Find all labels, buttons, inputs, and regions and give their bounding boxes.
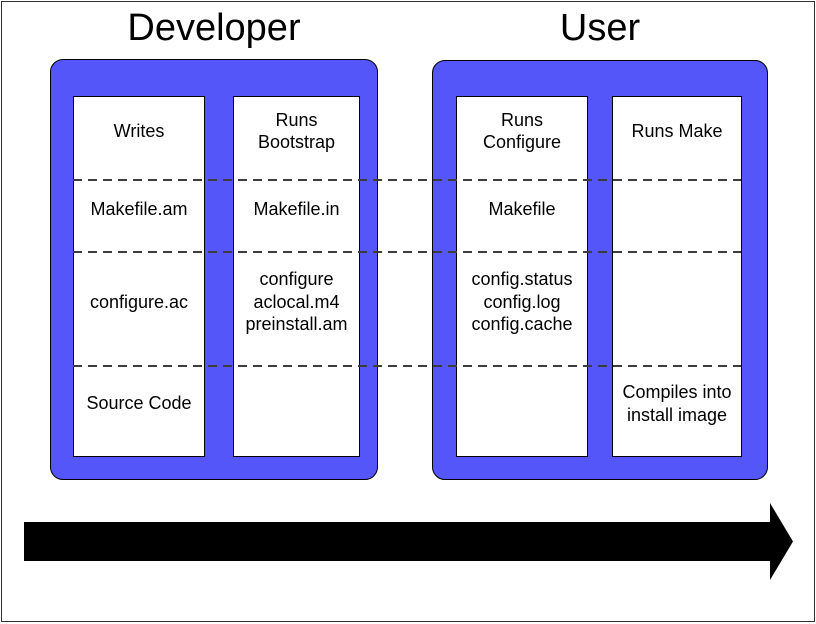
row-divider-2 (73, 251, 741, 253)
cell-runs-bootstrap: Runs Bootstrap (257, 109, 336, 153)
cell-makefile-am: Makefile.am (90, 198, 188, 219)
user-make-column: Runs Make Compiles into install image (612, 96, 742, 457)
cell-empty-dev-bootstrap-row4 (234, 367, 359, 456)
developer-bootstrap-column: Runs Bootstrap Makefile.in configure acl… (233, 96, 360, 457)
user-configure-column: Runs Configure Makefile config.status co… (456, 96, 588, 457)
flow-arrow-shape (24, 503, 793, 580)
cell-config-outputs: config.status config.log config.cache (471, 269, 573, 335)
cell-compiles-into-install-image: Compiles into install image (622, 382, 732, 425)
developer-title: Developer (127, 7, 301, 49)
developer-writes-column: Writes Makefile.am configure.ac Source C… (73, 96, 205, 457)
cell-source-code: Source Code (86, 393, 192, 414)
row-divider-3 (73, 365, 741, 367)
user-title: User (559, 7, 641, 49)
cell-configure-ac: configure.ac (89, 291, 189, 312)
cell-empty-user-make-row3 (613, 253, 741, 367)
row-divider-1 (73, 179, 741, 181)
cell-configure-aclocal-preinstall: configure aclocal.m4 preinstall.am (245, 269, 348, 335)
cell-writes: Writes (113, 120, 165, 141)
cell-makefile: Makefile (488, 198, 556, 219)
cell-runs-configure: Runs Configure (482, 109, 562, 153)
cell-runs-make: Runs Make (631, 120, 723, 141)
cell-makefile-in: Makefile.in (253, 198, 340, 219)
cell-empty-user-configure-row4 (457, 367, 587, 456)
cell-empty-user-make-row2 (613, 181, 741, 253)
